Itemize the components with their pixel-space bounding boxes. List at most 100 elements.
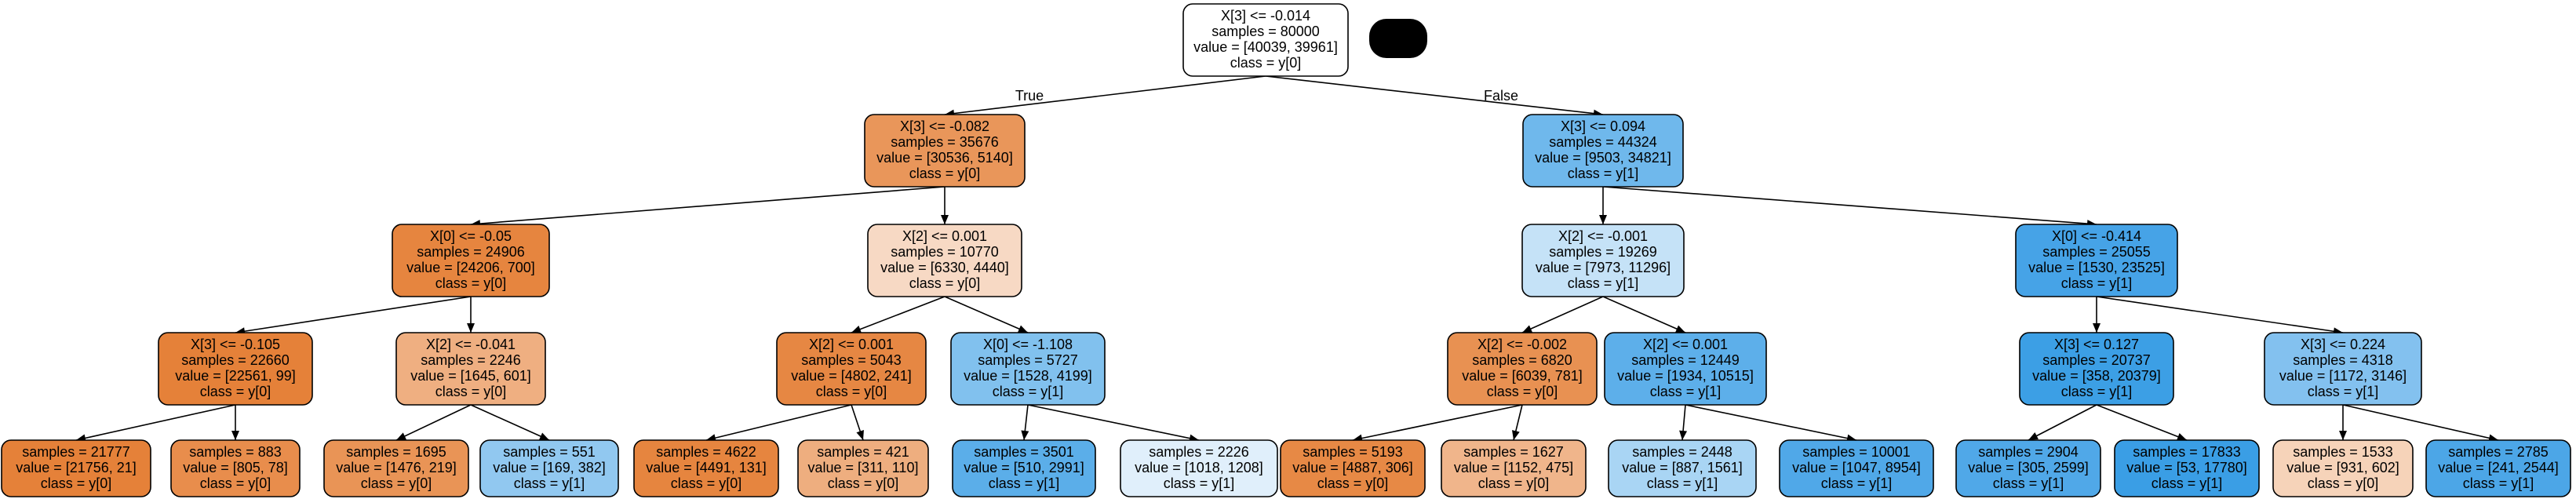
node-text-line: samples = 22660 (181, 352, 290, 368)
node-text-line: X[0] <= -0.414 (2052, 228, 2141, 244)
edge-7-15 (75, 404, 236, 441)
node-text-line: samples = 80000 (1211, 24, 1320, 39)
node-text-line: value = [4802, 241] (791, 368, 912, 384)
node-text-line: samples = 24906 (417, 244, 525, 260)
node-text-line: class = y[0] (435, 275, 507, 291)
node-text-line: samples = 17833 (2133, 444, 2241, 460)
node-box (392, 224, 550, 297)
node-text-line: class = y[0] (671, 475, 742, 491)
node-text-line: class = y[1] (1568, 166, 1639, 181)
node-text-line: samples = 5727 (978, 352, 1078, 368)
arrowhead-5-11 (1522, 325, 1532, 333)
node-text-line: value = [6039, 781] (1462, 368, 1583, 384)
arrowhead-13-27 (2028, 432, 2039, 440)
node-box (158, 332, 313, 406)
node-text-line: value = [305, 2599] (1968, 460, 2089, 475)
node-box (2015, 224, 2178, 297)
arrowhead-14-29 (2339, 431, 2347, 440)
edge-4-10 (944, 296, 1029, 333)
node-box (1447, 332, 1598, 406)
edge-8-17 (395, 404, 472, 441)
node-text-line: X[0] <= -0.05 (430, 228, 512, 244)
node-text-line: samples = 10001 (1802, 444, 1911, 460)
edge-label-false: False (1484, 88, 1518, 104)
node-text-line: class = y[1] (1647, 475, 1718, 491)
node-text-line: class = y[1] (1164, 475, 1235, 491)
node-text-line: samples = 19269 (1549, 244, 1657, 260)
node-text-line: X[3] <= 0.094 (1561, 118, 1645, 134)
node-text-line: value = [169, 382] (493, 460, 606, 475)
node-text-line: X[2] <= -0.041 (426, 337, 516, 352)
node-text-line: class = y[0] (41, 475, 112, 491)
node-text-line: value = [7973, 11296] (1536, 260, 1671, 275)
arrowhead-9-20 (856, 430, 864, 440)
node-text-line: X[2] <= 0.001 (809, 337, 894, 352)
node-box (633, 439, 779, 497)
node-text-line: value = [805, 78] (183, 460, 288, 475)
node-text-line: value = [1152, 475] (1454, 460, 1573, 475)
node-text-line: class = y[1] (1993, 475, 2064, 491)
node-text-line: value = [4491, 131] (646, 460, 767, 475)
node-box (2114, 439, 2260, 497)
node-text-line: value = [30536, 5140] (876, 150, 1013, 166)
arrowhead-8-17 (396, 432, 406, 440)
node-text-line: class = y[1] (2152, 475, 2223, 491)
node-text-line: value = [1018, 1208] (1135, 460, 1263, 475)
edge-label-true: True (1015, 88, 1044, 104)
node-text-line: class = y[0] (816, 384, 887, 399)
node-text-line: value = [1645, 601] (410, 368, 531, 384)
arrowhead-10-21 (1021, 430, 1029, 440)
node-text-line: class = y[0] (361, 475, 432, 491)
node-text-line: samples = 2448 (1632, 444, 1733, 460)
edge-5-12 (1602, 296, 1686, 333)
node-text-line: X[2] <= 0.001 (1643, 337, 1728, 352)
node-box (1604, 332, 1767, 406)
node-box (1280, 439, 1426, 497)
node-text-line: class = y[0] (200, 384, 271, 399)
node-text-line: value = [1934, 10515] (1617, 368, 1754, 384)
node-text-line: class = y[0] (435, 384, 507, 399)
edge-14-30 (2342, 404, 2499, 441)
edge-5-11 (1521, 296, 1604, 333)
edge-11-23 (1352, 404, 1523, 441)
edge-0-1 (944, 75, 1266, 115)
node-text-line: samples = 5193 (1303, 444, 1403, 460)
node-text-line: value = [9503, 34821] (1535, 150, 1671, 166)
arrowhead-4-9 (851, 326, 862, 333)
node-text-line: class = y[1] (1821, 475, 1893, 491)
node-text-line: samples = 35676 (891, 134, 999, 150)
node-box (950, 332, 1106, 406)
node-box (1182, 3, 1349, 77)
node-text-line: class = y[0] (1487, 384, 1558, 399)
node-text-line: samples = 20737 (2042, 352, 2151, 368)
node-box (1120, 439, 1278, 497)
arrowhead-13-28 (2177, 432, 2187, 441)
node-box (1441, 439, 1587, 497)
node-text-line: class = y[0] (2308, 475, 2379, 491)
node-text-line: samples = 1695 (346, 444, 446, 460)
node-text-line: samples = 10770 (891, 244, 999, 260)
node-text-line: X[3] <= -0.082 (900, 118, 989, 134)
node-box (1522, 114, 1684, 188)
node-box (395, 332, 546, 406)
node-box (1608, 439, 1757, 497)
arrowhead-2-5 (1599, 215, 1607, 224)
